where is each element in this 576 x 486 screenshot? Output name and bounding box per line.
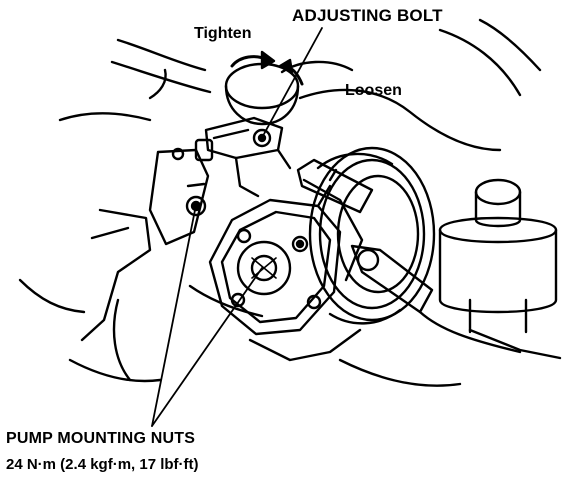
adjusting-bolt-label: ADJUSTING BOLT <box>292 6 443 25</box>
pump-pulley <box>308 146 436 325</box>
left-bracket <box>148 147 210 246</box>
loosen-label: Loosen <box>345 82 402 99</box>
adjusting-bracket <box>194 116 292 198</box>
hose-fittings <box>296 158 522 354</box>
pump-mounting-nuts-label: PUMP MOUNTING NUTS <box>6 430 196 447</box>
rotation-arrows <box>230 50 304 86</box>
reservoir-cap <box>224 62 300 126</box>
hose-lines <box>58 18 542 152</box>
leader-lines <box>151 27 323 427</box>
engine-structure <box>18 208 562 387</box>
pump-body <box>208 178 364 336</box>
torque-spec-label: 24 N·m (2.4 kgf·m, 17 lbf·ft) <box>6 456 199 473</box>
tighten-label: Tighten <box>194 25 252 42</box>
fluid-reservoir <box>438 178 558 334</box>
